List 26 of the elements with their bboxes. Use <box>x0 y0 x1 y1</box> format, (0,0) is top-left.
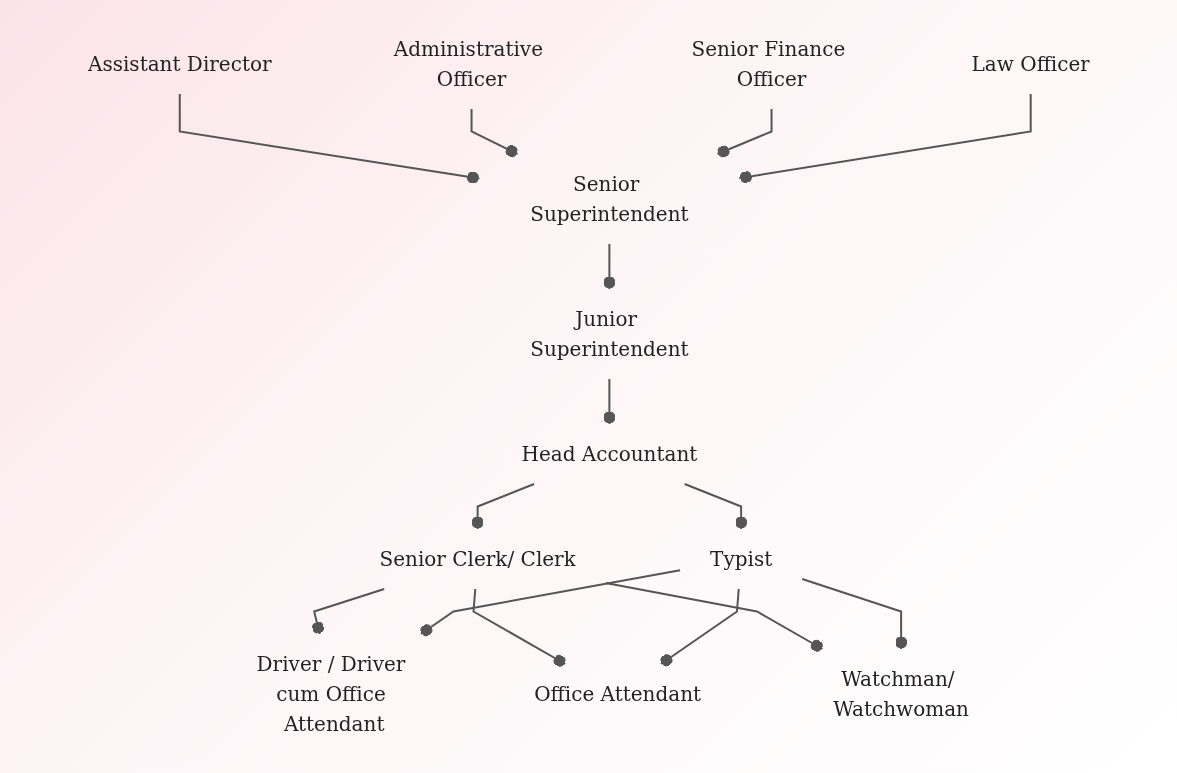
node-text: Senior Finance Officer <box>691 37 845 91</box>
node-text: Head Accountant <box>521 442 697 466</box>
node-text: Typist <box>709 547 772 571</box>
connector <box>419 569 681 637</box>
connector <box>602 243 615 290</box>
connector <box>683 483 747 530</box>
connector <box>178 93 480 184</box>
connector <box>800 578 907 650</box>
connector <box>470 108 519 158</box>
node-text: Driver / Driver cum Office Attendant <box>256 652 405 736</box>
node-text: Assistant Director <box>87 52 272 76</box>
node-text: Administrative Officer <box>393 37 543 91</box>
connector <box>471 483 535 530</box>
connector <box>604 582 824 652</box>
node-text: Office Attendant <box>533 682 701 706</box>
connector <box>311 588 385 635</box>
node-text: Law Officer <box>971 52 1090 76</box>
node-text: Senior Clerk/ Clerk <box>379 547 576 571</box>
node-text: Watchman/ Watchwoman <box>832 667 969 721</box>
connector <box>472 588 566 667</box>
connector <box>602 378 615 425</box>
connector <box>716 108 773 158</box>
connector <box>737 93 1032 184</box>
node-text: Senior Superintendent <box>529 172 689 226</box>
node-text: Junior Superintendent <box>529 307 689 361</box>
connector <box>659 588 740 667</box>
